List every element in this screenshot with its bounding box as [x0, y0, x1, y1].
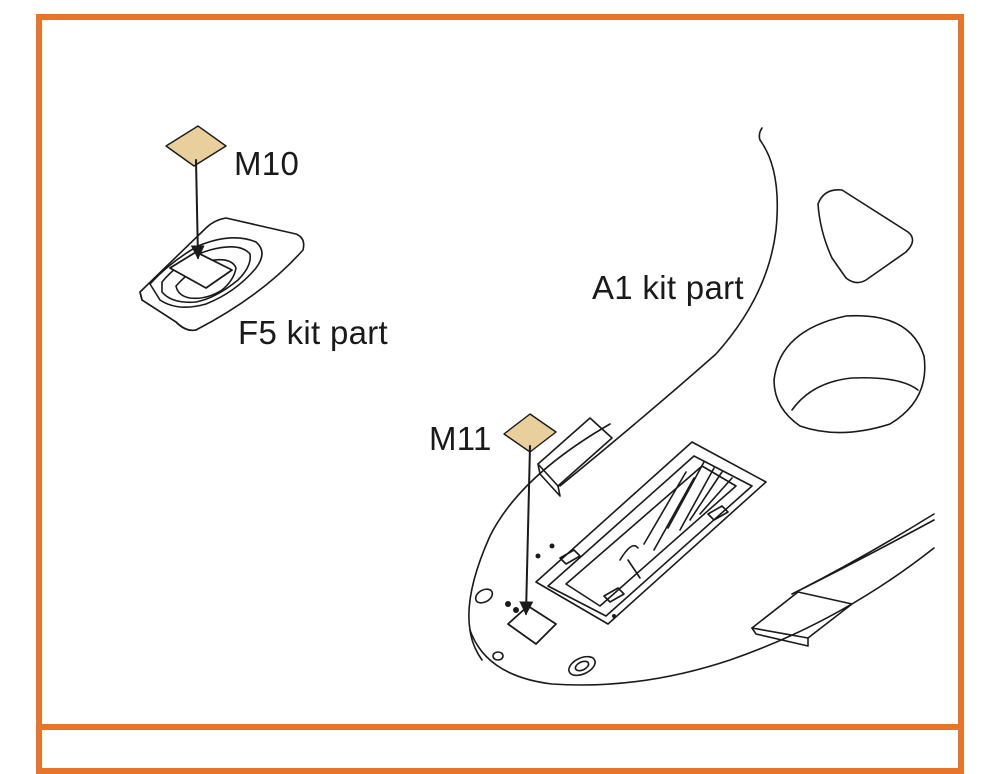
section-divider: [36, 724, 964, 730]
a1-kit-part: [468, 127, 935, 686]
m10-label: M10: [234, 145, 300, 182]
assembly-diagram: [139, 125, 935, 686]
m11-arrow: [519, 445, 534, 616]
a1-kit-part-label: A1 kit part: [592, 269, 744, 306]
m11-photoetch-part: [503, 413, 557, 453]
m10-target-pad: [169, 251, 233, 289]
m10-arrow: [190, 159, 205, 260]
f5-kit-part-label: F5 kit part: [238, 314, 389, 351]
m11-label: M11: [429, 420, 492, 457]
m10-photoetch-part: [165, 125, 227, 167]
